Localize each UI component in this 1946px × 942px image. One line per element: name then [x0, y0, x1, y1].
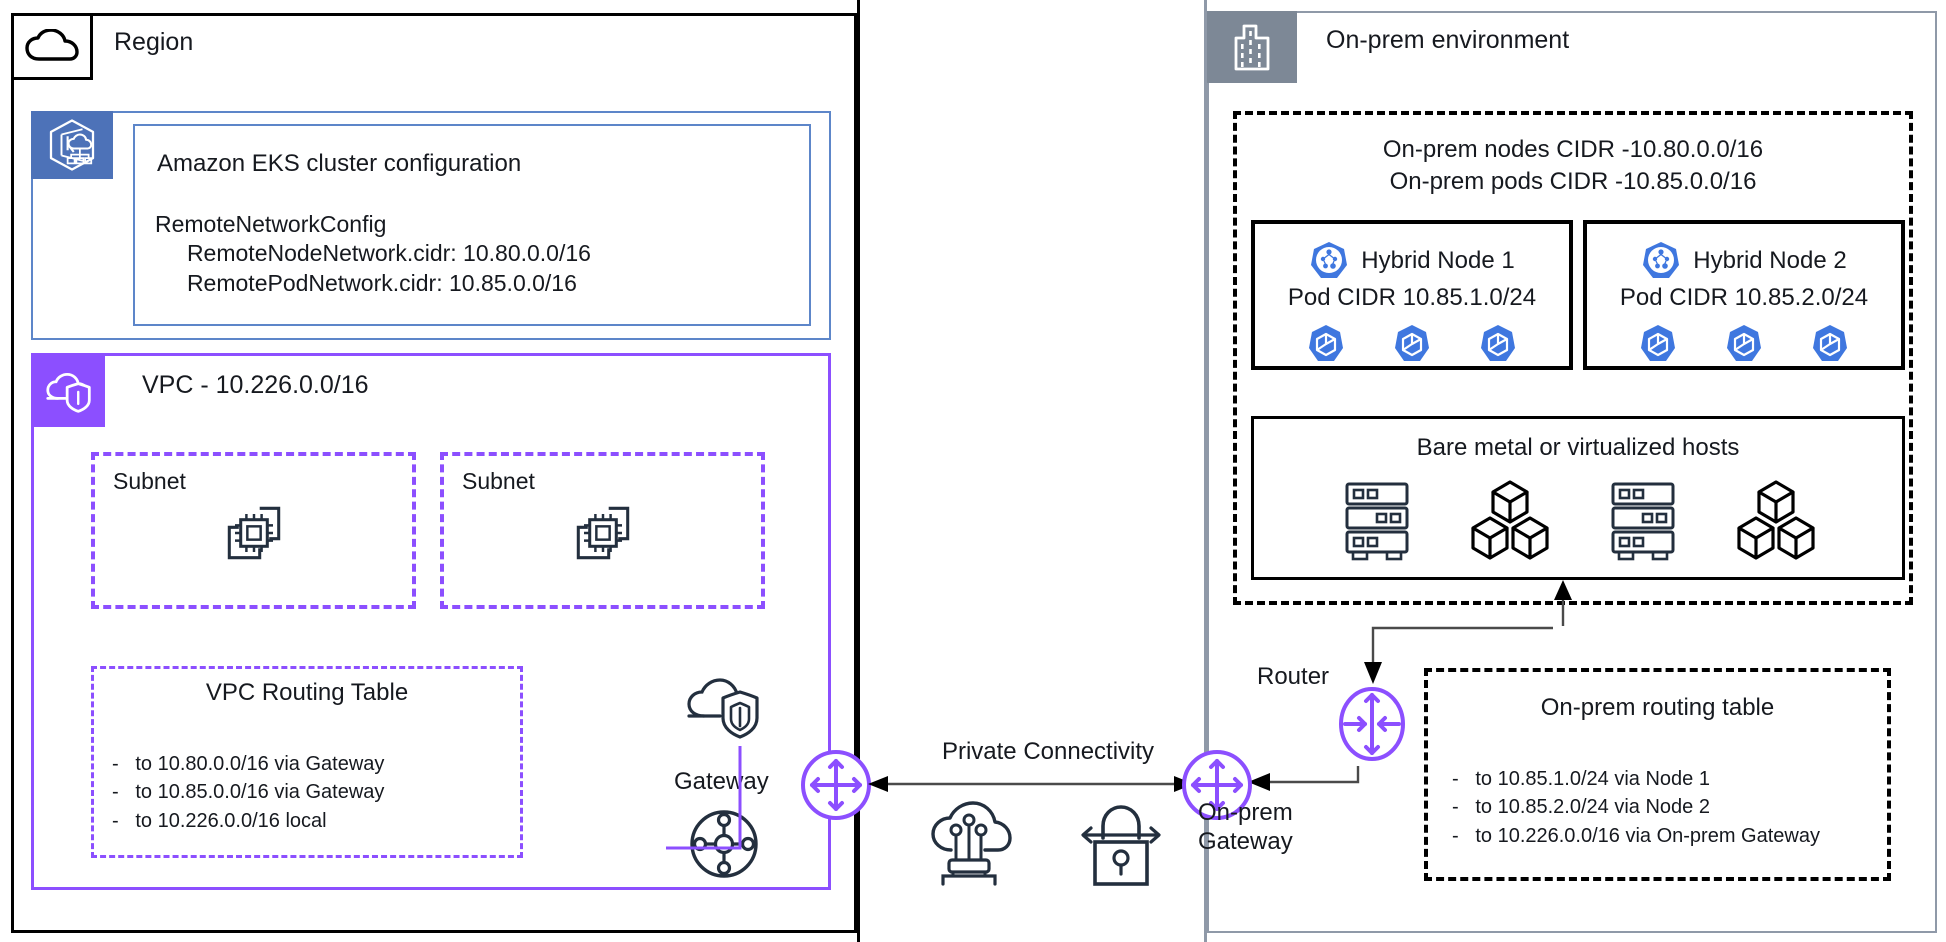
- cloud-region-icon: [11, 13, 93, 80]
- eks-config-title: Amazon EKS cluster configuration: [157, 150, 522, 177]
- onprem-title: On-prem environment: [1326, 26, 1570, 54]
- containers-cubes-icon: [1468, 478, 1552, 562]
- vpc-routing-table-rows: - to 10.80.0.0/16 via Gateway - to 10.85…: [112, 750, 384, 835]
- hybrid-node-1-pod-cidr: Pod CIDR 10.85.1.0/24: [1287, 284, 1537, 311]
- kubernetes-node-icon: [1641, 240, 1681, 282]
- ec2-instances-icon: [565, 495, 641, 571]
- eks-remote-network-config: RemoteNetworkConfig RemoteNodeNetwork.ci…: [155, 211, 591, 296]
- table-row: - to 10.80.0.0/16 via Gateway: [112, 753, 385, 775]
- router-to-hosts-arrow: [1554, 580, 1572, 626]
- onprem-gateway-label: On-prem Gateway: [1198, 798, 1293, 857]
- amazon-eks-icon: [31, 111, 113, 179]
- pod-icon: [1393, 324, 1431, 364]
- kubernetes-node-icon: [1309, 240, 1349, 282]
- subnet-2-label: Subnet: [462, 468, 535, 494]
- router-to-gateway-elbow: [1248, 766, 1360, 791]
- onprem-pods-cidr: On-prem pods CIDR -10.85.0.0/16: [1389, 168, 1757, 196]
- hybrid-node-2: Hybrid Node 2 Pod CIDR 10.85.2.0/24: [1583, 220, 1905, 370]
- hosts-to-router-elbow: [1364, 626, 1553, 684]
- hybrid-node-2-pod-cidr: Pod CIDR 10.85.2.0/24: [1619, 284, 1869, 311]
- subnet-2: Subnet: [440, 452, 765, 609]
- server-rack-icon: [1604, 478, 1682, 562]
- direct-connect-cloud-icon: [923, 798, 1015, 890]
- table-row: - to 10.85.0.0/16 via Gateway: [112, 781, 385, 804]
- onprem-routing-table: [1424, 668, 1891, 881]
- pod-icon: [1811, 324, 1849, 364]
- onprem-routing-table-title: On-prem routing table: [1540, 694, 1775, 721]
- bare-metal-hosts-title: Bare metal or virtualized hosts: [1416, 434, 1740, 461]
- site-to-site-vpn-lock-icon: [1075, 798, 1167, 890]
- office-building-icon: [1207, 11, 1297, 83]
- onprem-cidr-text: On-prem nodes CIDR -10.80.0.0/16 On-prem…: [1233, 134, 1913, 198]
- onprem-gateway-label-line1: On-prem: [1198, 799, 1293, 826]
- eks-config-inner-box: [133, 124, 811, 326]
- onprem-gateway-label-line2: Gateway: [1198, 828, 1293, 856]
- transit-gateway-hub-icon: [688, 808, 760, 880]
- gateway-label: Gateway: [674, 768, 769, 795]
- connectivity-icons: [890, 798, 1200, 890]
- four-way-arrows-icon: [799, 748, 873, 822]
- hybrid-node-1-title: Hybrid Node 1: [1361, 247, 1515, 274]
- region-boundary-line: [857, 0, 860, 942]
- pod-icon: [1307, 324, 1345, 364]
- table-row: - to 10.226.0.0/16 local: [112, 809, 327, 832]
- vpc-gateway-connector-line: [666, 746, 742, 850]
- containers-cubes-icon: [1734, 478, 1818, 562]
- router-label: Router: [1257, 663, 1330, 690]
- table-row: - to 10.226.0.0/16 via On-prem Gateway: [1452, 824, 1820, 847]
- vpc-routing-table-title: VPC Routing Table: [205, 679, 409, 706]
- four-way-arrows-icon: [1180, 748, 1254, 822]
- hybrid-node-2-pods: [1587, 324, 1901, 364]
- onprem-nodes-cidr: On-prem nodes CIDR -10.80.0.0/16: [1382, 136, 1764, 163]
- vpc-title: VPC - 10.226.0.0/16: [142, 371, 369, 399]
- hybrid-node-1-pods: [1255, 324, 1569, 364]
- subnet-1-label: Subnet: [113, 468, 186, 494]
- onprem-boundary-line: [1204, 0, 1207, 942]
- double-headed-arrow-icon: [868, 776, 1194, 792]
- pod-icon: [1725, 324, 1763, 364]
- hybrid-node-1: Hybrid Node 1 Pod CIDR 10.85.1.0/24: [1251, 220, 1573, 370]
- table-row: - to 10.85.2.0/24 via Node 2: [1452, 796, 1710, 819]
- pod-icon: [1479, 324, 1517, 364]
- router-icon: [1335, 685, 1409, 763]
- subnet-1: Subnet: [91, 452, 416, 609]
- table-row: - to 10.85.1.0/24 via Node 1: [1452, 768, 1710, 790]
- hybrid-node-2-title: Hybrid Node 2: [1693, 247, 1847, 274]
- region-title: Region: [114, 28, 194, 56]
- cloud-shield-gateway-icon: [684, 674, 764, 748]
- ec2-instances-icon: [216, 495, 292, 571]
- onprem-routing-table-rows: - to 10.85.1.0/24 via Node 1 - to 10.85.…: [1452, 765, 1820, 850]
- vpc-shield-icon: [33, 355, 105, 427]
- bare-metal-hosts-icons: [1251, 478, 1905, 562]
- server-rack-icon: [1338, 478, 1416, 562]
- private-connectivity-label: Private Connectivity: [941, 738, 1155, 765]
- vpc-routing-table: [91, 666, 523, 858]
- pod-icon: [1639, 324, 1677, 364]
